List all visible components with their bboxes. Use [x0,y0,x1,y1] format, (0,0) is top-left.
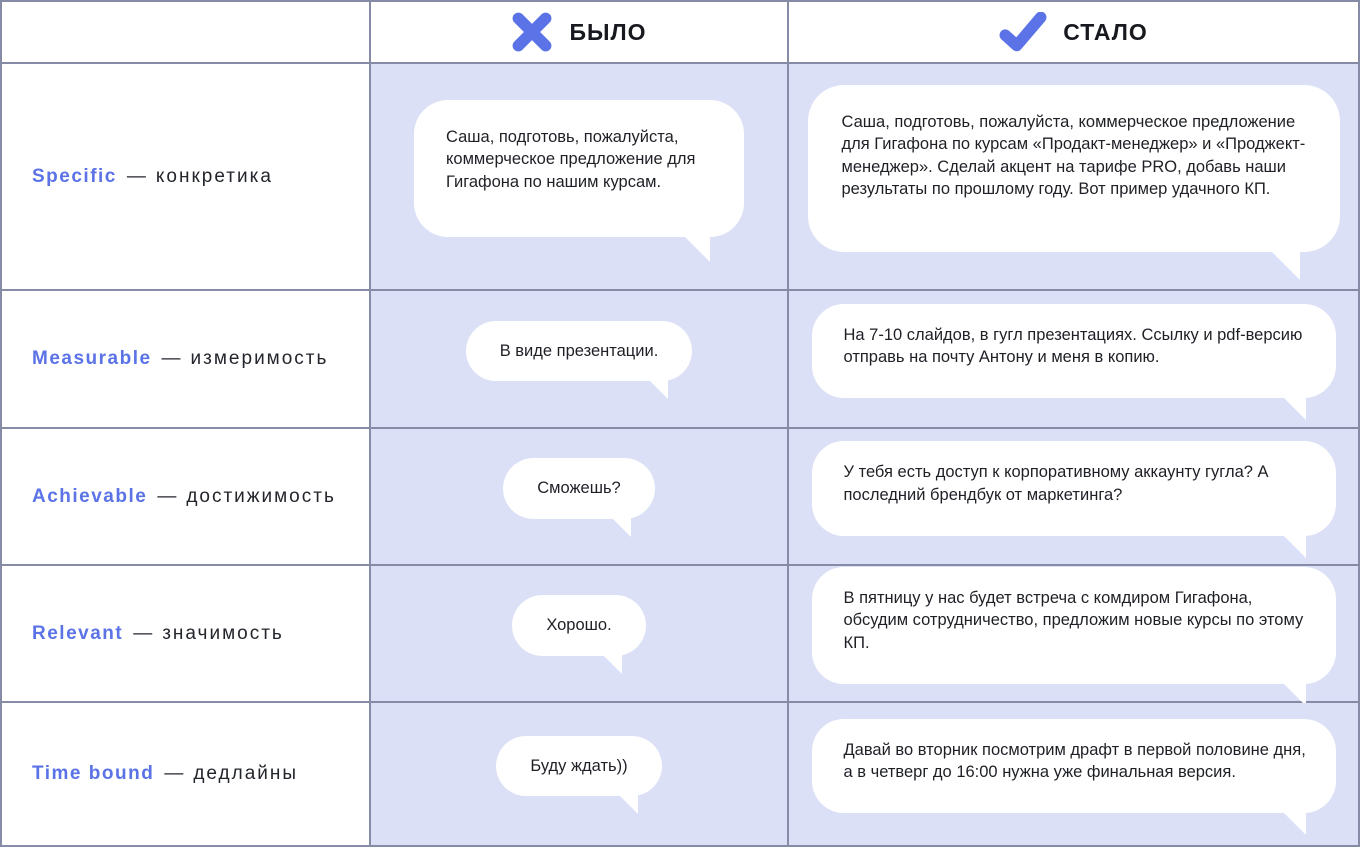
chat-bubble-became-achievable: У тебя есть доступ к корпоративному акка… [811,441,1336,558]
became-cell-measurable: На 7-10 слайдов, в гугл презентациях. Сс… [789,291,1358,429]
chat-bubble-text: В пятницу у нас будет встреча с комдиром… [843,589,1304,652]
chat-bubble-was-measurable: В виде презентации. [465,320,693,400]
was-cell-measurable: В виде презентации. [371,291,789,429]
criterion-relevant: Relevant — значимость [2,566,371,703]
chat-bubble-text: Хорошо. [546,616,612,635]
header-became: СТАЛО [789,2,1358,64]
chat-bubble-text: Буду ждать)) [530,756,628,775]
became-cell-time-bound: Давай во вторник посмотрим драфт в перво… [789,703,1358,845]
criterion-term: Relevant [32,622,124,644]
chat-bubble-was-specific: Саша, подготовь, пожалуйста, коммерческо… [414,100,744,263]
chat-bubble-text: У тебя есть доступ к корпоративному акка… [843,463,1269,504]
check-icon [999,12,1047,52]
chat-bubble-text: Давай во вторник посмотрим драфт в перво… [843,740,1306,781]
header-was: БЫЛО [371,2,789,64]
criterion-term: Measurable [32,348,152,369]
criterion-separator: — [133,622,153,644]
criterion-term: Time bound [32,763,155,784]
criterion-measurable: Measurable — измеримость [2,291,371,429]
chat-bubble-was-relevant: Хорошо. [512,595,646,674]
became-cell-specific: Саша, подготовь, пожалуйста, коммерческо… [789,64,1358,291]
criterion-term: Achievable [32,485,148,507]
was-column-title: БЫЛО [569,18,647,45]
criterion-time-bound: Time bound — дедлайны [2,703,371,845]
x-icon [513,12,552,52]
header-criteria-empty [2,2,371,64]
criterion-translation: дедлайны [193,763,299,784]
became-cell-relevant: В пятницу у нас будет встреча с комдиром… [789,566,1358,707]
chat-bubble-text: Сможешь? [537,479,621,498]
chat-bubble-text: В виде презентации. [499,341,659,360]
criterion-term: Specific [32,165,117,187]
criterion-achievable: Achievable — достижимость [2,429,371,566]
was-cell-specific: Саша, подготовь, пожалуйста, коммерческо… [371,64,789,291]
criterion-translation: значимость [162,622,284,644]
criterion-separator: — [157,485,177,507]
chat-bubble-text: Саша, подготовь, пожалуйста, коммерческо… [841,113,1306,198]
criterion-translation: достижимость [186,485,336,507]
became-cell-achievable: У тебя есть доступ к корпоративному акка… [789,429,1358,566]
became-column-title: СТАЛО [1063,18,1148,45]
chat-bubble-became-specific: Саша, подготовь, пожалуйста, коммерческо… [807,85,1340,281]
criterion-translation: конкретика [155,165,273,187]
chat-bubble-became-measurable: На 7-10 слайдов, в гугл презентациях. Сс… [811,303,1336,421]
chat-bubble-became-time-bound: Давай во вторник посмотрим драфт в перво… [811,718,1336,836]
criterion-translation: измеримость [190,348,329,369]
chat-bubble-was-time-bound: Буду ждать)) [496,735,662,815]
criterion-separator: — [126,165,146,187]
criterion-specific: Specific — конкретика [2,64,371,291]
chat-bubble-was-achievable: Сможешь? [503,458,655,537]
chat-bubble-text: Саша, подготовь, пожалуйста, коммерческо… [446,128,696,191]
criterion-separator: — [161,348,181,369]
was-cell-relevant: Хорошо. [371,566,789,703]
criterion-separator: — [164,763,184,784]
chat-bubble-text: На 7-10 слайдов, в гугл презентациях. Сс… [843,325,1303,366]
was-cell-achievable: Сможешь? [371,429,789,566]
was-cell-time-bound: Буду ждать)) [371,703,789,845]
chat-bubble-became-relevant: В пятницу у нас будет встреча с комдиром… [811,567,1336,707]
